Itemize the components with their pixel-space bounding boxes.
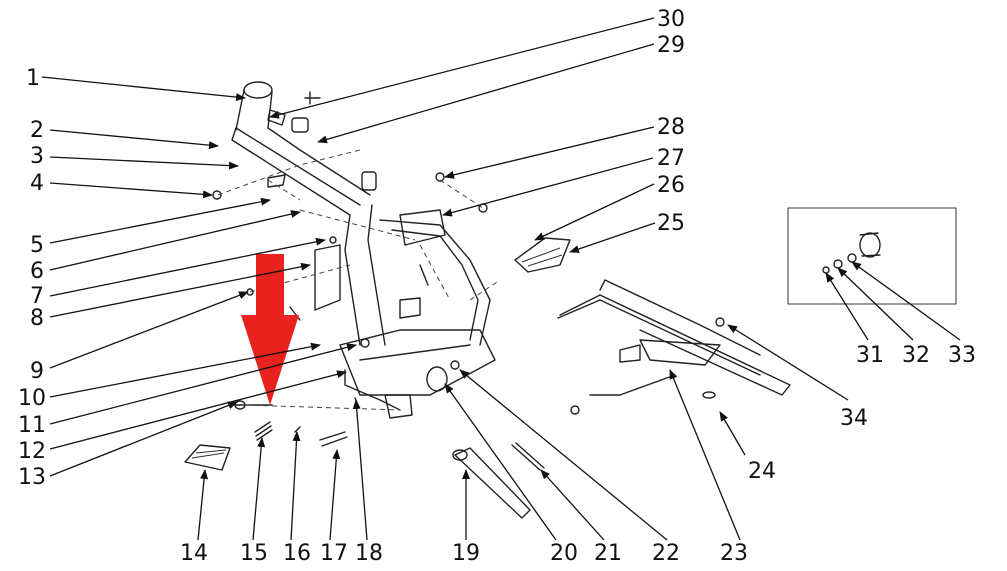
callout-4: 4 — [30, 171, 44, 196]
side-stand — [452, 442, 545, 519]
callout-29: 29 — [657, 33, 685, 58]
callout-18: 18 — [355, 541, 383, 566]
callout-11: 11 — [18, 413, 46, 438]
callout-2: 2 — [30, 118, 44, 143]
assembly-lines — [217, 149, 501, 411]
callout-16: 16 — [283, 541, 311, 566]
swingarm — [557, 279, 791, 396]
callout-24: 24 — [748, 459, 776, 484]
callout-23: 23 — [720, 541, 748, 566]
callout-1: 1 — [26, 66, 40, 91]
callout-25: 25 — [657, 211, 685, 236]
callout-30: 30 — [657, 7, 685, 32]
red-down-arrow-icon — [241, 254, 299, 405]
callout-7: 7 — [30, 284, 44, 309]
callout-13: 13 — [18, 465, 46, 490]
callout-32: 32 — [902, 343, 930, 368]
callout-10: 10 — [18, 386, 46, 411]
footpeg-left — [184, 444, 231, 471]
callout-15: 15 — [240, 541, 268, 566]
callout-6: 6 — [30, 259, 44, 284]
callout-27: 27 — [657, 146, 685, 171]
callout-21: 21 — [594, 541, 622, 566]
callout-33: 33 — [948, 343, 976, 368]
callout-28: 28 — [657, 115, 685, 140]
callout-3: 3 — [30, 144, 44, 169]
callout-31: 31 — [856, 343, 884, 368]
callout-19: 19 — [452, 541, 480, 566]
callout-20: 20 — [550, 541, 578, 566]
callout-labels: 1 2 3 4 5 6 7 8 9 10 11 12 13 14 15 16 1… — [18, 7, 976, 566]
callout-9: 9 — [30, 359, 44, 384]
footpeg-right — [514, 237, 571, 273]
callout-12: 12 — [18, 439, 46, 464]
callout-17: 17 — [320, 541, 348, 566]
callout-34: 34 — [840, 406, 868, 431]
callout-26: 26 — [657, 173, 685, 198]
callout-8: 8 — [30, 306, 44, 331]
leader-lines — [41, 17, 961, 541]
callout-22: 22 — [652, 541, 680, 566]
callout-5: 5 — [30, 233, 44, 258]
inset-box — [787, 207, 957, 305]
callout-14: 14 — [180, 541, 208, 566]
